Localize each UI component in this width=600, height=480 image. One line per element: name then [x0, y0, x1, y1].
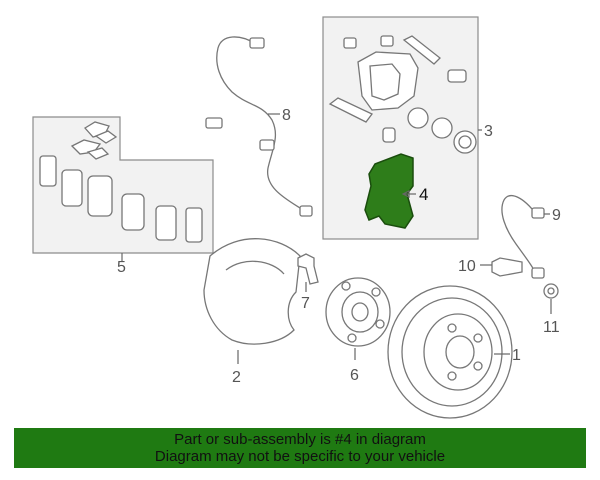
banjo-bolt [491, 257, 523, 277]
callout-1: 1 [512, 347, 521, 364]
caliper-assembly [328, 35, 477, 154]
brake-pad-left-pair [39, 155, 113, 217]
banner-line-2: Diagram may not be specific to your vehi… [154, 448, 446, 465]
callout-11: 11 [543, 319, 560, 336]
callout-2: 2 [232, 369, 241, 386]
brake-hose [501, 195, 539, 279]
callout-6: 6 [350, 367, 359, 384]
caliper-bracket-highlighted [364, 153, 414, 229]
callout-3: 3 [484, 123, 493, 140]
dust-shield [203, 238, 301, 345]
callout-4: 4 [419, 185, 428, 204]
wheel-hub [325, 277, 391, 347]
copper-washer [543, 283, 559, 299]
callout-9: 9 [552, 207, 561, 224]
brake-pad-hardware [70, 121, 118, 160]
info-banner: Part or sub-assembly is #4 in diagram Di… [14, 428, 586, 468]
brake-pad-right-pair [121, 193, 203, 243]
callout-7: 7 [301, 295, 310, 312]
brake-rotor [387, 285, 513, 419]
banner-line-1: Part or sub-assembly is #4 in diagram [174, 431, 426, 448]
hub-bolt [297, 253, 319, 285]
callout-10: 10 [458, 258, 476, 275]
callout-5: 5 [117, 259, 126, 276]
callout-8: 8 [282, 107, 291, 124]
abs-sensor-wire [216, 36, 307, 213]
